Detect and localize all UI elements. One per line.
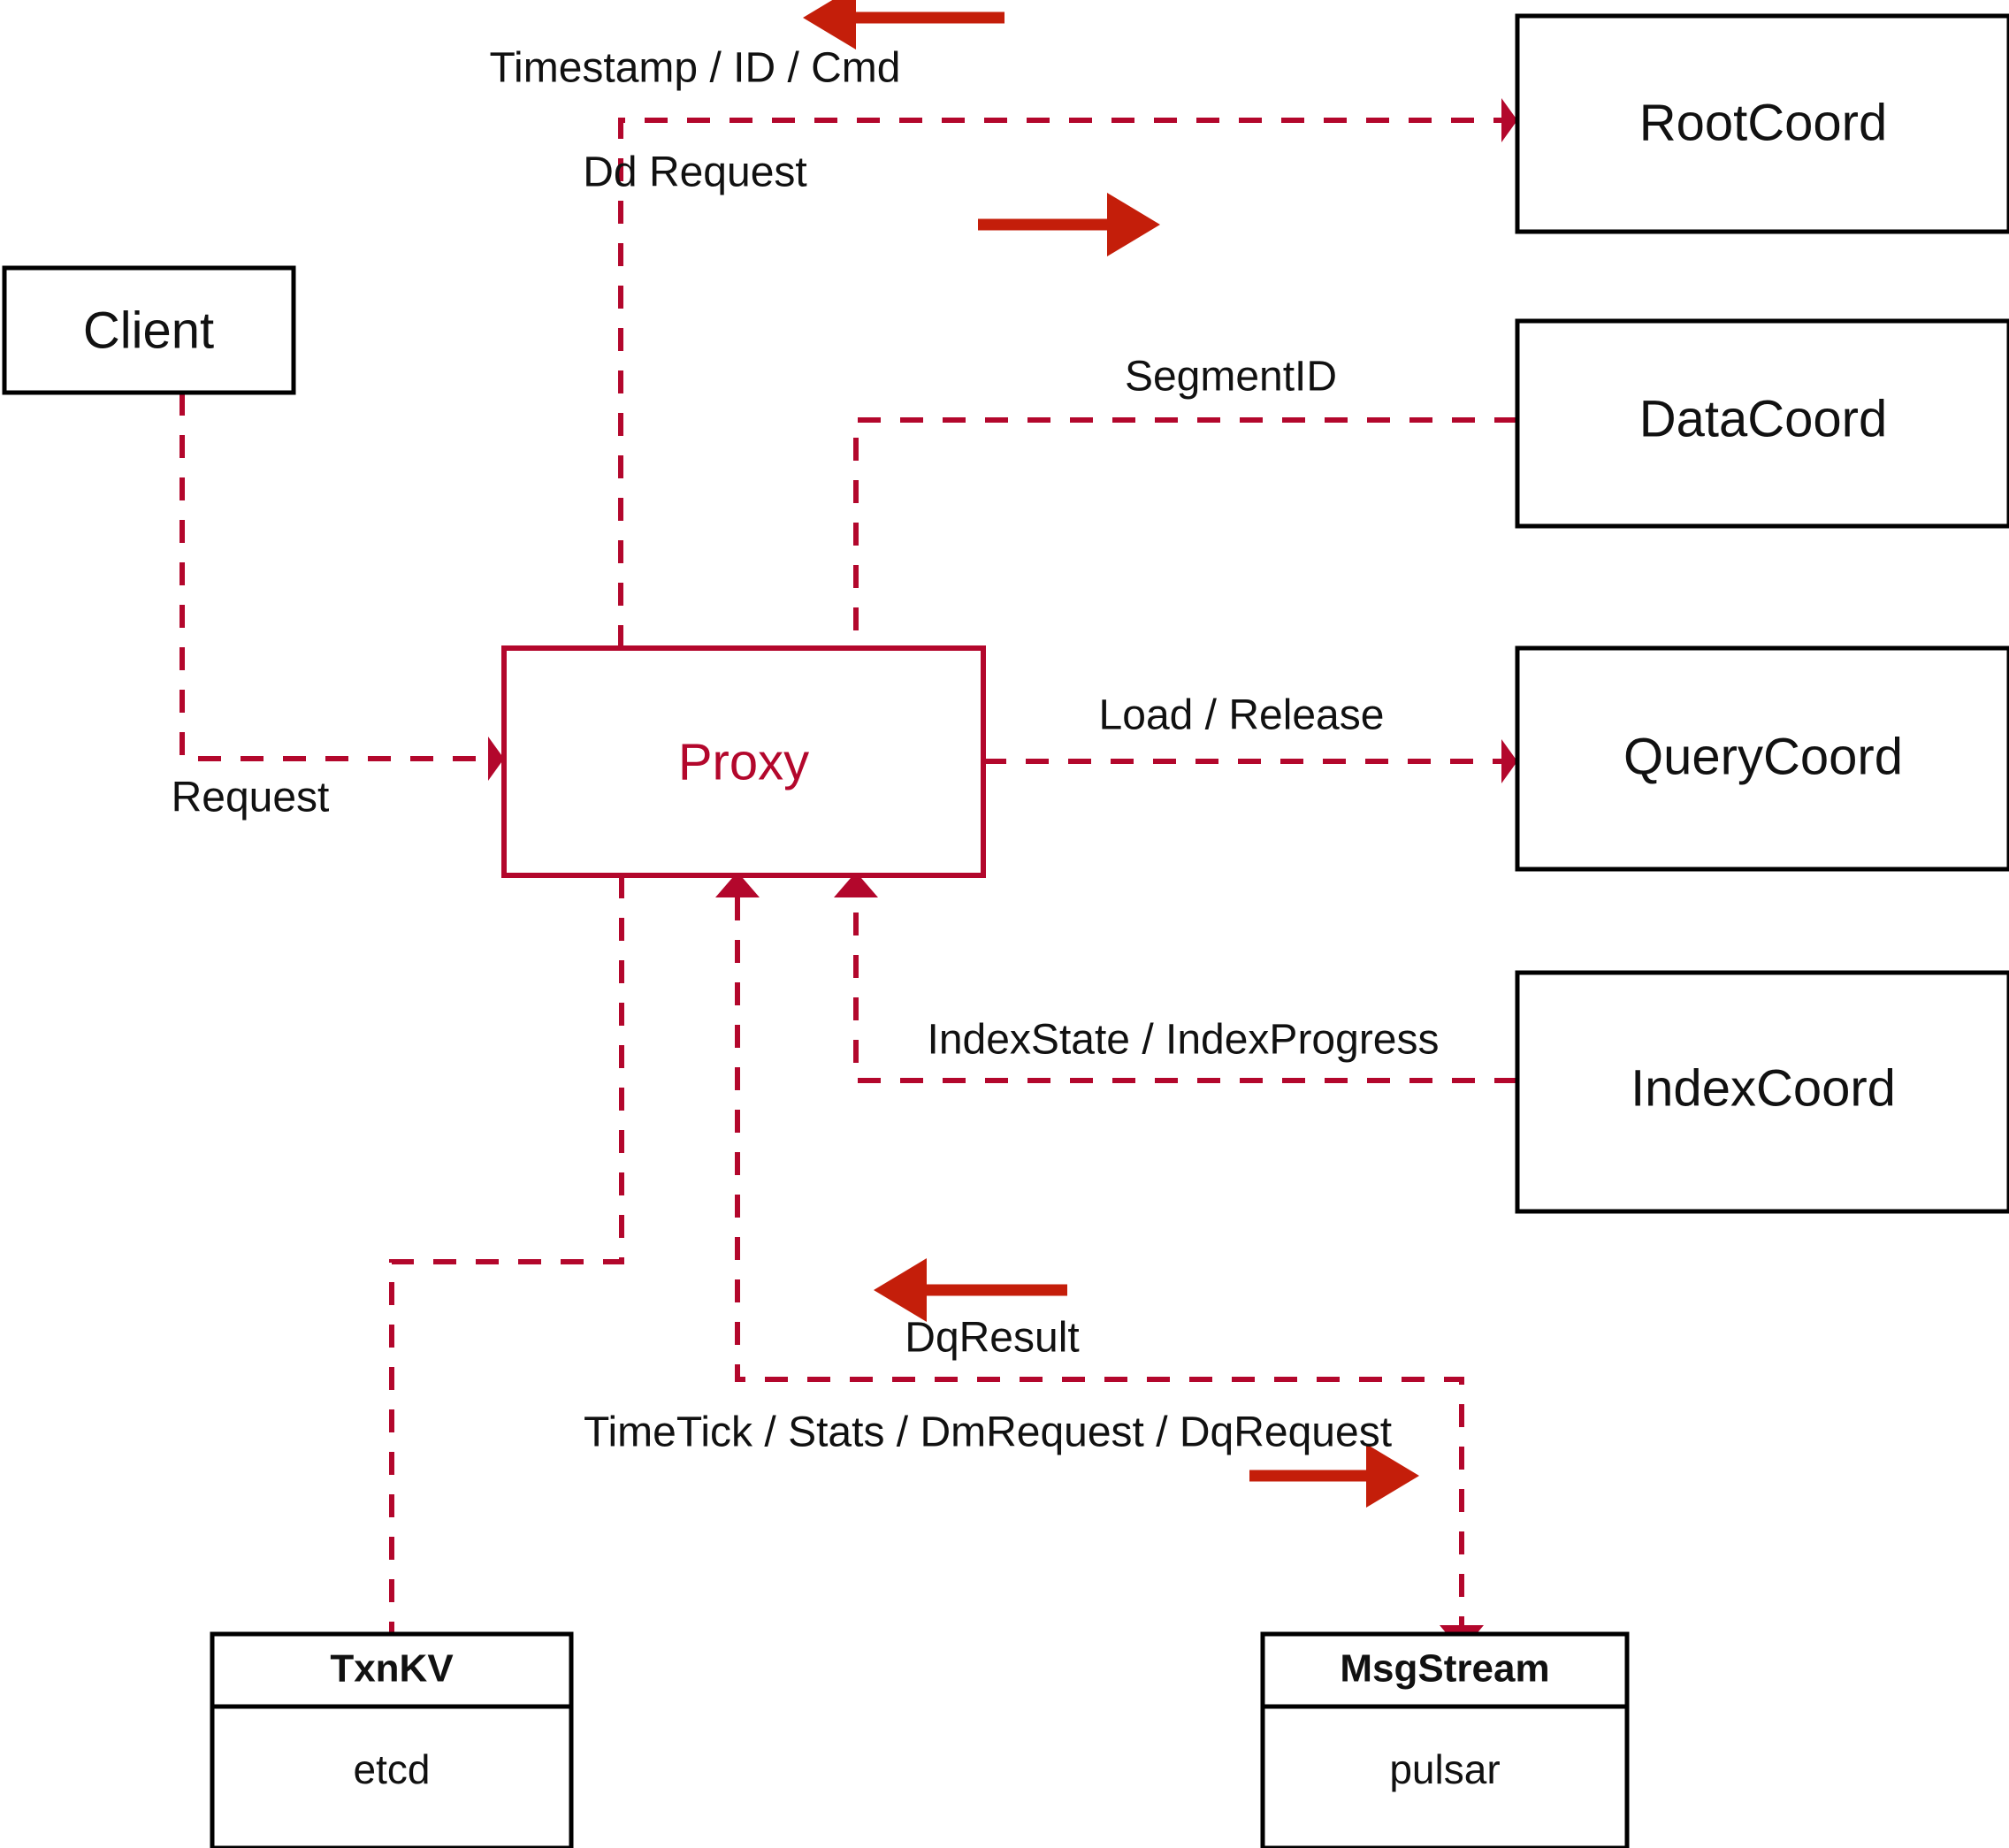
arrowhead-proxy-to-querycoord <box>1501 739 1517 783</box>
node-querycoord-label: QueryCoord <box>1623 728 1903 785</box>
edge-proxy-to-txnkv <box>389 875 624 1634</box>
edge-datacoord-to-proxy <box>853 417 1517 648</box>
node-proxy-label: Proxy <box>678 733 809 790</box>
node-indexcoord-label: IndexCoord <box>1631 1059 1896 1117</box>
node-client-label: Client <box>83 302 214 359</box>
edge-client-to-proxy <box>180 393 488 761</box>
arrowhead-indexcoord-to-proxy <box>834 872 878 897</box>
arrowhead-msgstream-to-proxy <box>715 872 760 897</box>
node-txnkv-header: TxnKV <box>330 1647 454 1691</box>
edge-proxy-msgstream <box>735 897 1464 1625</box>
node-msgstream[interactable]: MsgStream pulsar <box>1260 1631 1630 1848</box>
edge-label-dqresult: DqResult <box>905 1315 1079 1362</box>
edge-label-dd-request: Dd Request <box>583 149 806 196</box>
edge-label-indexstate-indexprogress: IndexState / IndexProgress <box>928 1017 1440 1064</box>
edge-proxy-rootcoord <box>618 118 1501 648</box>
direction-arrow-timestamp-id-cmd <box>803 0 1004 50</box>
edge-label-segmentid: SegmentID <box>1125 354 1337 401</box>
edge-indexcoord-to-proxy <box>853 897 1517 1083</box>
node-rootcoord-label: RootCoord <box>1639 94 1887 151</box>
node-querycoord[interactable]: QueryCoord <box>1515 645 2009 872</box>
arrowhead-proxy-to-rootcoord <box>1501 98 1517 142</box>
node-msgstream-body: pulsar <box>1389 1746 1500 1792</box>
node-msgstream-header: MsgStream <box>1340 1647 1549 1691</box>
edge-label-load-release: Load / Release <box>1099 692 1385 739</box>
direction-arrow-dd-request <box>978 193 1160 256</box>
node-indexcoord[interactable]: IndexCoord <box>1515 970 2009 1214</box>
node-txnkv[interactable]: TxnKV etcd <box>210 1631 574 1848</box>
node-txnkv-body: etcd <box>354 1746 431 1792</box>
node-datacoord[interactable]: DataCoord <box>1515 318 2009 529</box>
node-proxy[interactable]: Proxy <box>501 645 986 878</box>
direction-arrow-dqresult <box>874 1258 1067 1322</box>
edge-label-timetick-stats-dmrequest-dqrequest: TimeTick / Stats / DmRequest / DqRequest <box>584 1409 1392 1456</box>
node-rootcoord[interactable]: RootCoord <box>1515 13 2009 234</box>
edge-label-timestamp-id-cmd: Timestamp / ID / Cmd <box>490 45 901 92</box>
direction-arrow-timetick-stats <box>1249 1444 1419 1508</box>
node-datacoord-label: DataCoord <box>1639 390 1887 447</box>
edge-label-request: Request <box>172 775 330 821</box>
arrowhead-client-to-proxy <box>488 737 504 781</box>
node-client[interactable]: Client <box>2 265 296 395</box>
